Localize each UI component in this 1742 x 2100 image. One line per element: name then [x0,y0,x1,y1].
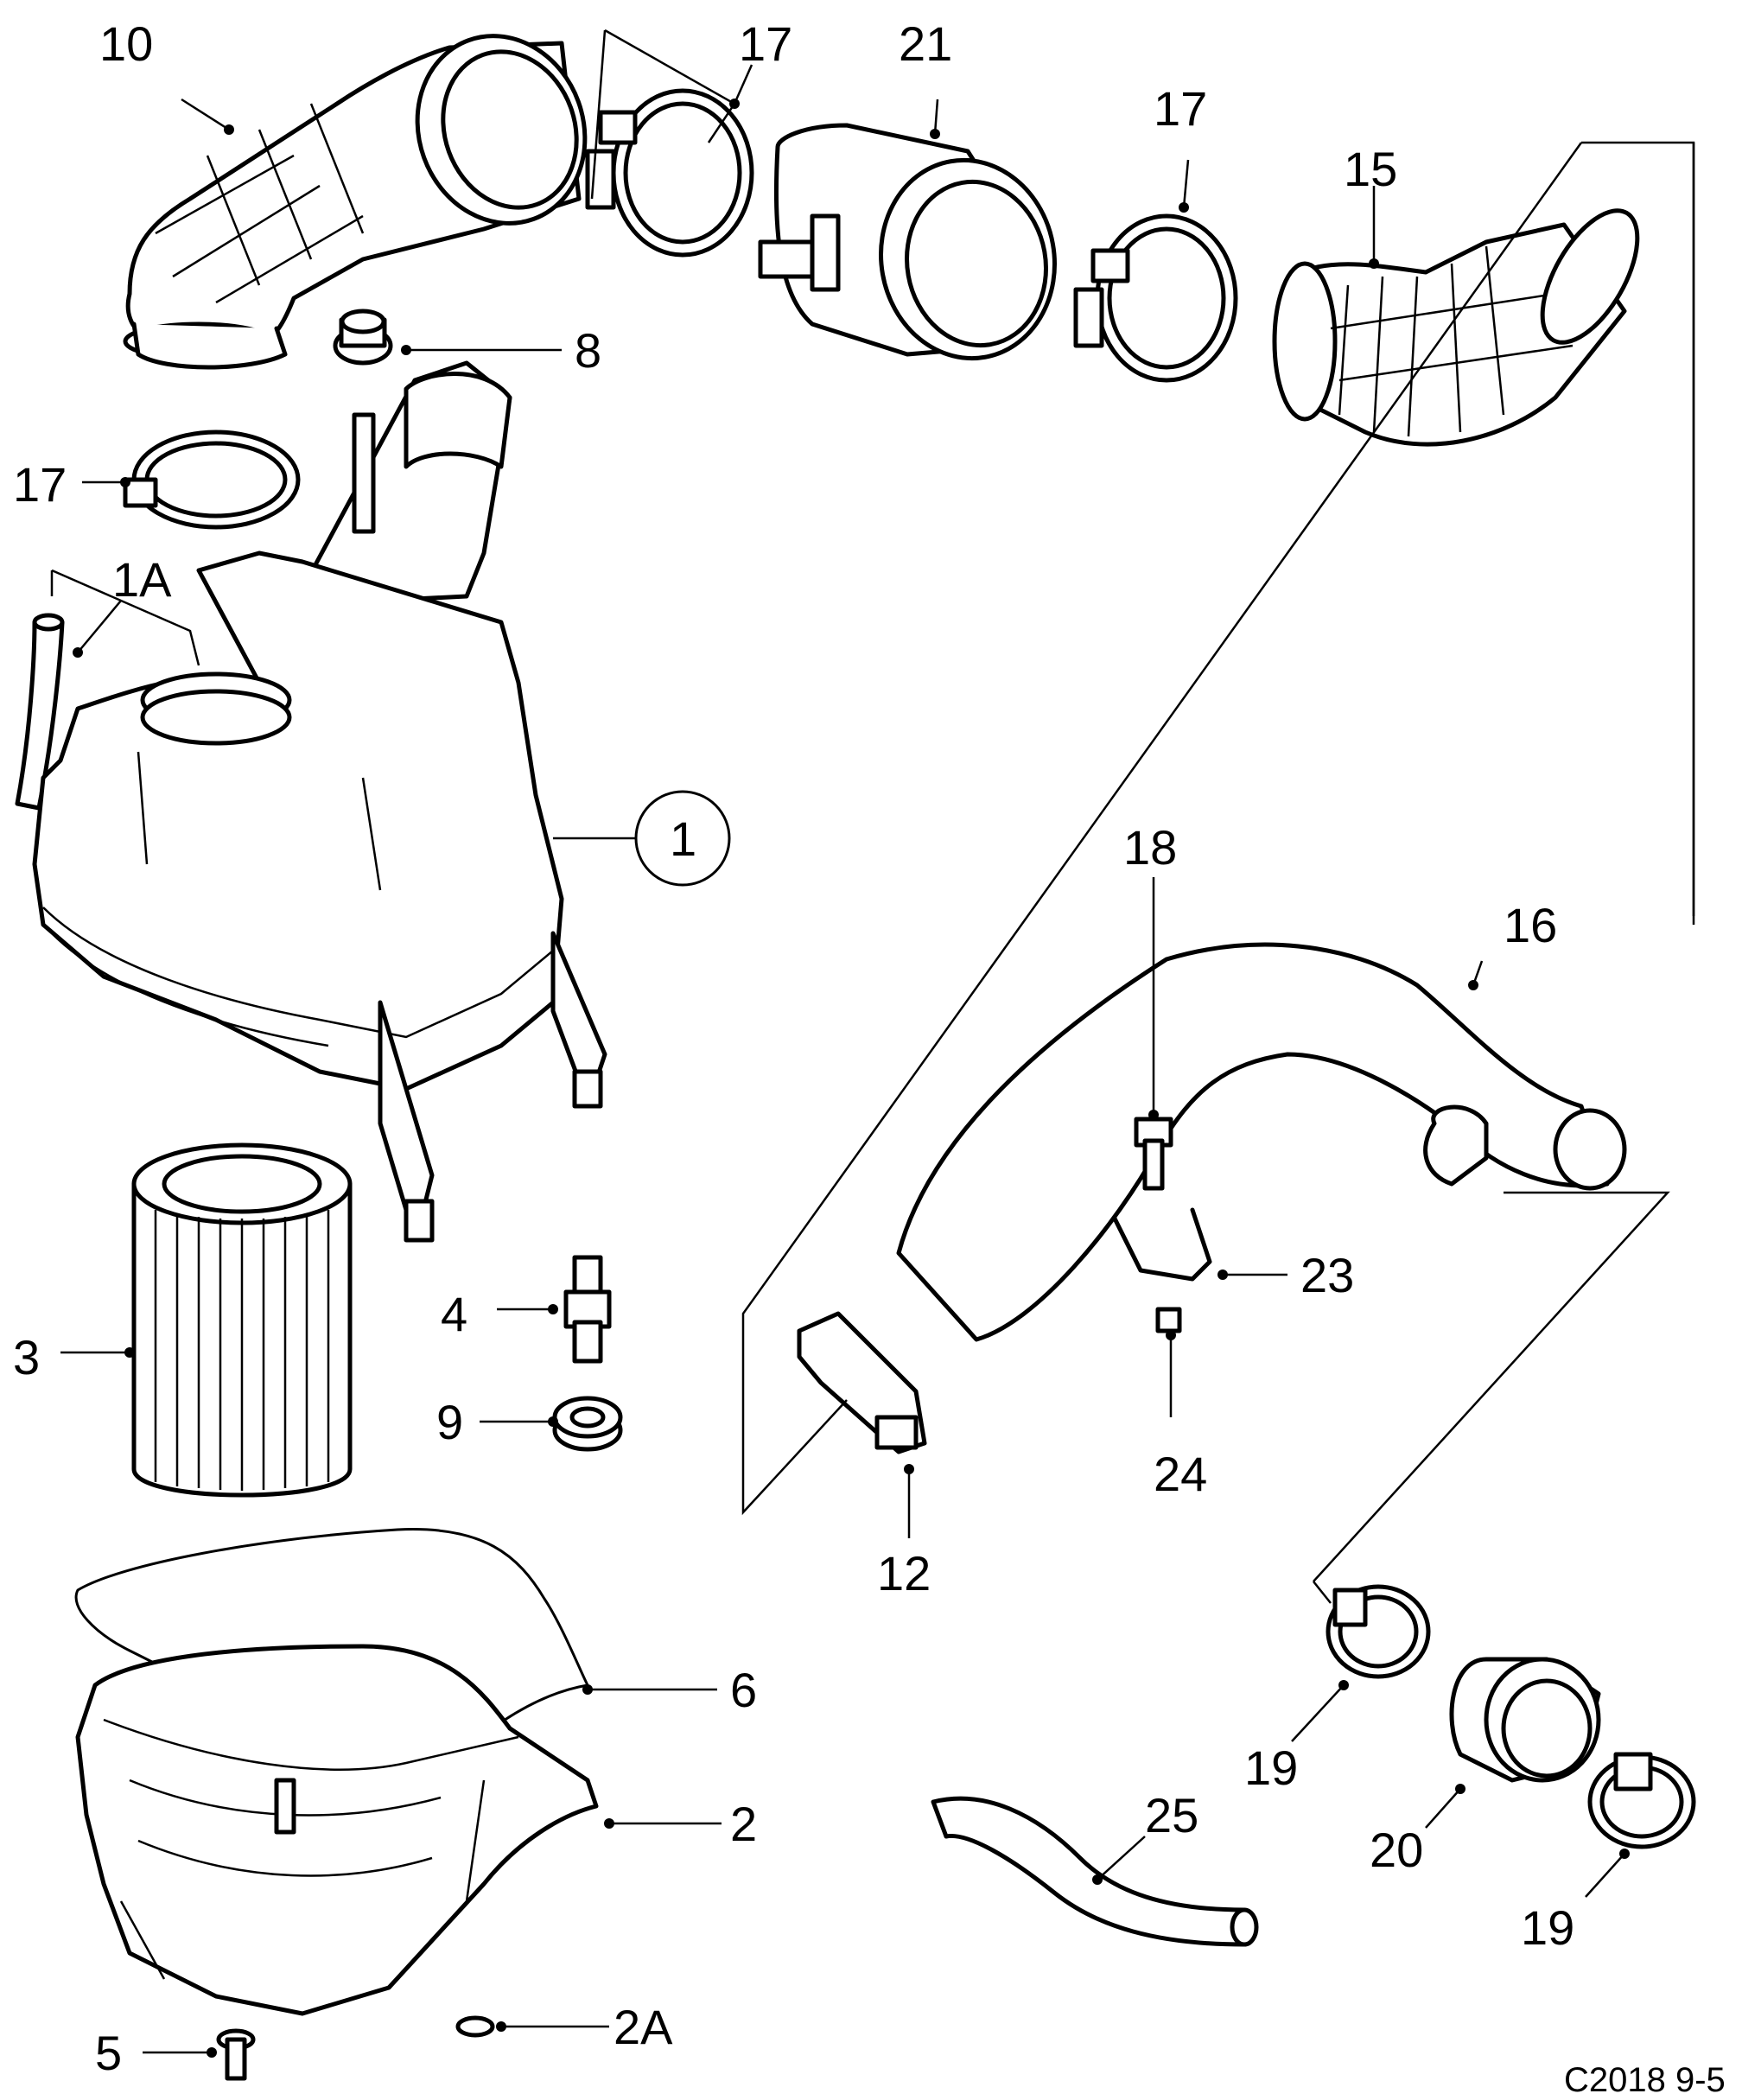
callout-23: 23 [1300,1248,1354,1302]
part-25-hose [931,1796,1259,1947]
part-2-lower-housing [75,1644,599,2016]
leader-lines [60,64,1630,2058]
part-8-plug [333,309,393,366]
part-19-clamp-upper [1326,1584,1431,1679]
part-5-screw [216,2028,256,2081]
part-24-nut [1155,1307,1182,1333]
callout-3: 3 [13,1330,40,1384]
callout-8: 8 [575,323,601,378]
callout-6: 6 [730,1663,757,1717]
figure-code: C2018 9-5 [1564,2061,1726,2099]
part-18-bolt [1134,1117,1173,1191]
part-10-intake-hose [123,34,588,370]
part-3-filter-element [131,1142,353,1498]
callout-10: 10 [99,16,153,71]
part-19-clamp-lower [1587,1752,1696,1849]
callout-17-left: 17 [13,457,67,512]
part-2A-washer [455,2015,495,2038]
part-15-bellows-hose [1272,208,1640,447]
callout-19-upper: 19 [1244,1740,1298,1795]
callout-16: 16 [1504,898,1557,952]
part-17-hose-clamp-middle [1073,213,1238,383]
callout-19-lower: 19 [1521,1900,1574,1955]
callout-18: 18 [1123,820,1177,875]
part-4-valve [563,1255,612,1364]
part-9-grommet [552,1396,623,1452]
callout-17-middle: 17 [1154,81,1207,136]
callout-1A: 1A [112,552,172,607]
part-20-connector-sleeve [1449,1657,1601,1783]
callout-9: 9 [436,1395,463,1449]
callout-24: 24 [1154,1447,1207,1501]
part-21-air-mass-meter [758,123,1057,361]
callout-12: 12 [877,1546,931,1600]
callout-1: 1 [670,811,696,866]
callout-4: 4 [441,1287,467,1341]
callout-15: 15 [1344,142,1397,196]
callout-17-top: 17 [739,16,792,71]
callout-2A: 2A [614,2000,673,2054]
callout-labels: 10 17 21 17 15 8 17 1A 1 18 16 23 24 12 … [13,16,1726,2099]
callout-25: 25 [1145,1788,1198,1842]
part-12-sensor [797,1311,927,1454]
callout-20: 20 [1370,1823,1423,1877]
part-17-hose-clamp-left [123,430,301,530]
part-16-intake-tube [896,942,1627,1342]
part-1-air-filter-housing [32,360,607,1243]
callout-2: 2 [730,1797,757,1851]
callout-21: 21 [899,16,952,71]
callout-5: 5 [95,2026,122,2080]
